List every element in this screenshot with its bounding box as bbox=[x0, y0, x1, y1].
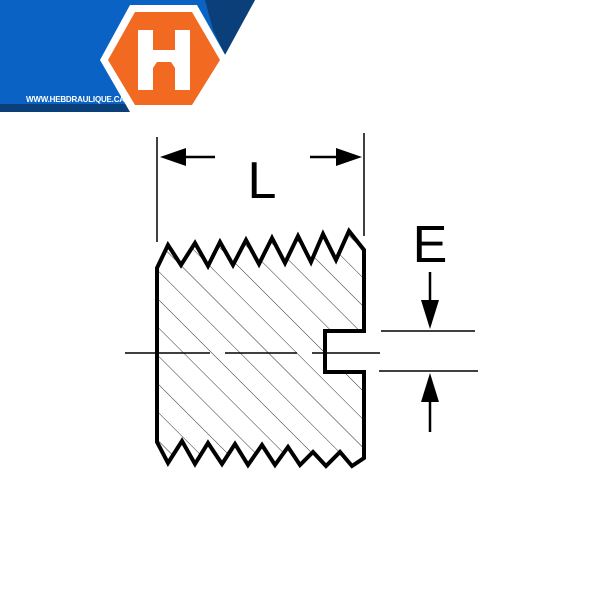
website-url: WWW.HEBDRAULIQUE.CA bbox=[26, 95, 125, 104]
length-dimension bbox=[156, 133, 365, 242]
h-letter-icon bbox=[138, 30, 190, 90]
threaded-plug-body bbox=[155, 227, 366, 469]
arrow-up-icon bbox=[421, 373, 439, 402]
slot-width-label: E bbox=[413, 216, 448, 274]
length-label: L bbox=[248, 152, 277, 210]
slot-dimension bbox=[379, 272, 478, 432]
logo-banner bbox=[0, 0, 255, 112]
banner-dark-stripe bbox=[205, 0, 255, 55]
arrow-left-icon bbox=[160, 148, 186, 166]
arrow-down-icon bbox=[421, 300, 439, 329]
arrow-right-icon bbox=[336, 148, 362, 166]
part-section bbox=[155, 227, 366, 469]
